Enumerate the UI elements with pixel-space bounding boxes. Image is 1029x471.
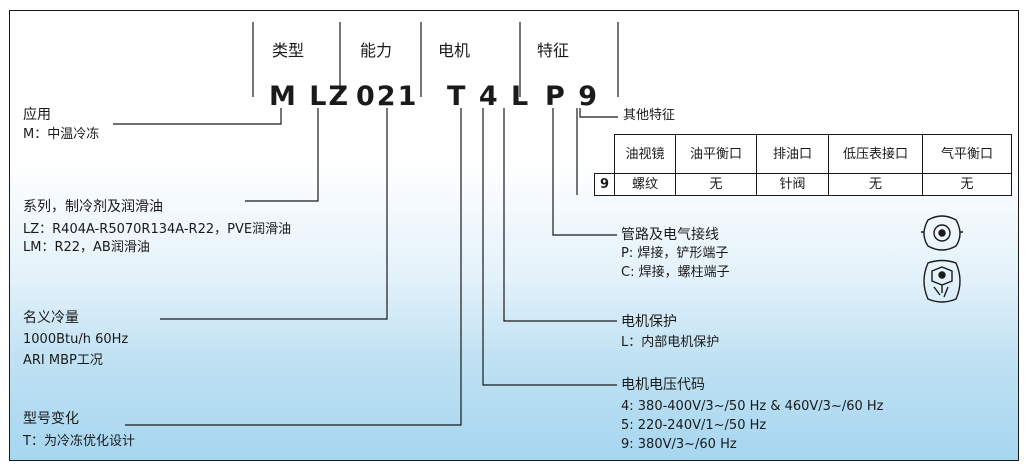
table-row: 9 螺纹 无 针阀 无 无	[594, 173, 1012, 196]
table-col-header: 低压表接口	[828, 134, 923, 174]
header-feature: 特征	[537, 41, 570, 60]
motor-voltage-line1: 4: 380-400V/3~/50 Hz & 460V/3~/60 Hz	[621, 399, 884, 414]
series-line1: LZ：R404A-R5070R134A-R22，PVE润滑油	[23, 222, 292, 237]
table-row-code: 9	[594, 173, 615, 196]
series-line2: LM：R22，AB润滑油	[23, 240, 150, 255]
series-title: 系列，制冷剂及润滑油	[23, 199, 163, 215]
capacity-line2: ARI MBP工况	[23, 353, 103, 368]
model-change-title: 型号变化	[23, 411, 79, 427]
connector-motor-voltage	[482, 108, 617, 386]
application-desc: M：中温冷冻	[23, 127, 100, 142]
piping-line2: C: 焊接，螺柱端子	[621, 265, 730, 280]
table-cell: 螺纹	[614, 173, 676, 196]
table-header-row: 油视镜 油平衡口 排油口 低压表接口 气平衡口	[594, 134, 1012, 174]
capacity-line1: 1000Btu/h 60Hz	[23, 332, 129, 347]
connector-series	[245, 108, 319, 202]
motor-protection-title: 电机保护	[621, 314, 677, 330]
table-blank-cell	[594, 134, 615, 174]
application-title: 应用	[23, 107, 51, 123]
table-col-header: 油视镜	[614, 134, 676, 174]
connector-lines	[113, 22, 619, 426]
motor-voltage-title: 电机电压代码	[621, 377, 705, 393]
connector-piping	[552, 108, 617, 236]
piping-title: 管路及电气接线	[621, 227, 719, 243]
connector-capacity	[160, 108, 388, 320]
code-motor: T 4 L	[447, 81, 531, 112]
table-col-header: 气平衡口	[922, 134, 1012, 174]
model-change-desc: T：为冷冻优化设计	[23, 434, 135, 449]
header-capacity: 能力	[360, 41, 393, 60]
stud-terminal-icon	[923, 259, 961, 303]
motor-voltage-line2: 5: 220-240V/1~/50 Hz	[621, 418, 767, 433]
other-features-title: 其他特征	[623, 108, 676, 123]
piping-line1: P: 焊接，铲形端子	[621, 246, 729, 261]
table-cell: 无	[675, 173, 757, 196]
connector-model-change	[125, 108, 462, 426]
motor-protection-desc: L：内部电机保护	[621, 335, 720, 350]
table-col-header: 油平衡口	[675, 134, 757, 174]
table-cell: 无	[828, 173, 923, 196]
spade-terminal-icon	[921, 215, 963, 251]
connector-other-features	[579, 108, 618, 118]
connector-application	[113, 108, 282, 125]
code-type: M LZ	[269, 81, 351, 112]
header-type: 类型	[272, 41, 305, 60]
table-cell: 针阀	[756, 173, 829, 196]
other-features-table: 油视镜 油平衡口 排油口 低压表接口 气平衡口 9 螺纹 无 针阀 无 无	[594, 134, 1012, 196]
header-motor: 电机	[438, 41, 471, 60]
connector-motor-protection	[503, 108, 617, 322]
code-capacity: 021	[356, 81, 419, 112]
table-col-header: 排油口	[756, 134, 829, 174]
table-cell: 无	[922, 173, 1012, 196]
capacity-title: 名义冷量	[23, 310, 79, 326]
code-feature: P 9	[545, 81, 599, 112]
nomenclature-diagram: 类型 能力 电机 特征 M LZ 021 T 4 L P 9 应用 M：中温冷冻…	[9, 10, 1019, 461]
motor-voltage-line3: 9: 380V/3~/60 Hz	[621, 437, 737, 452]
